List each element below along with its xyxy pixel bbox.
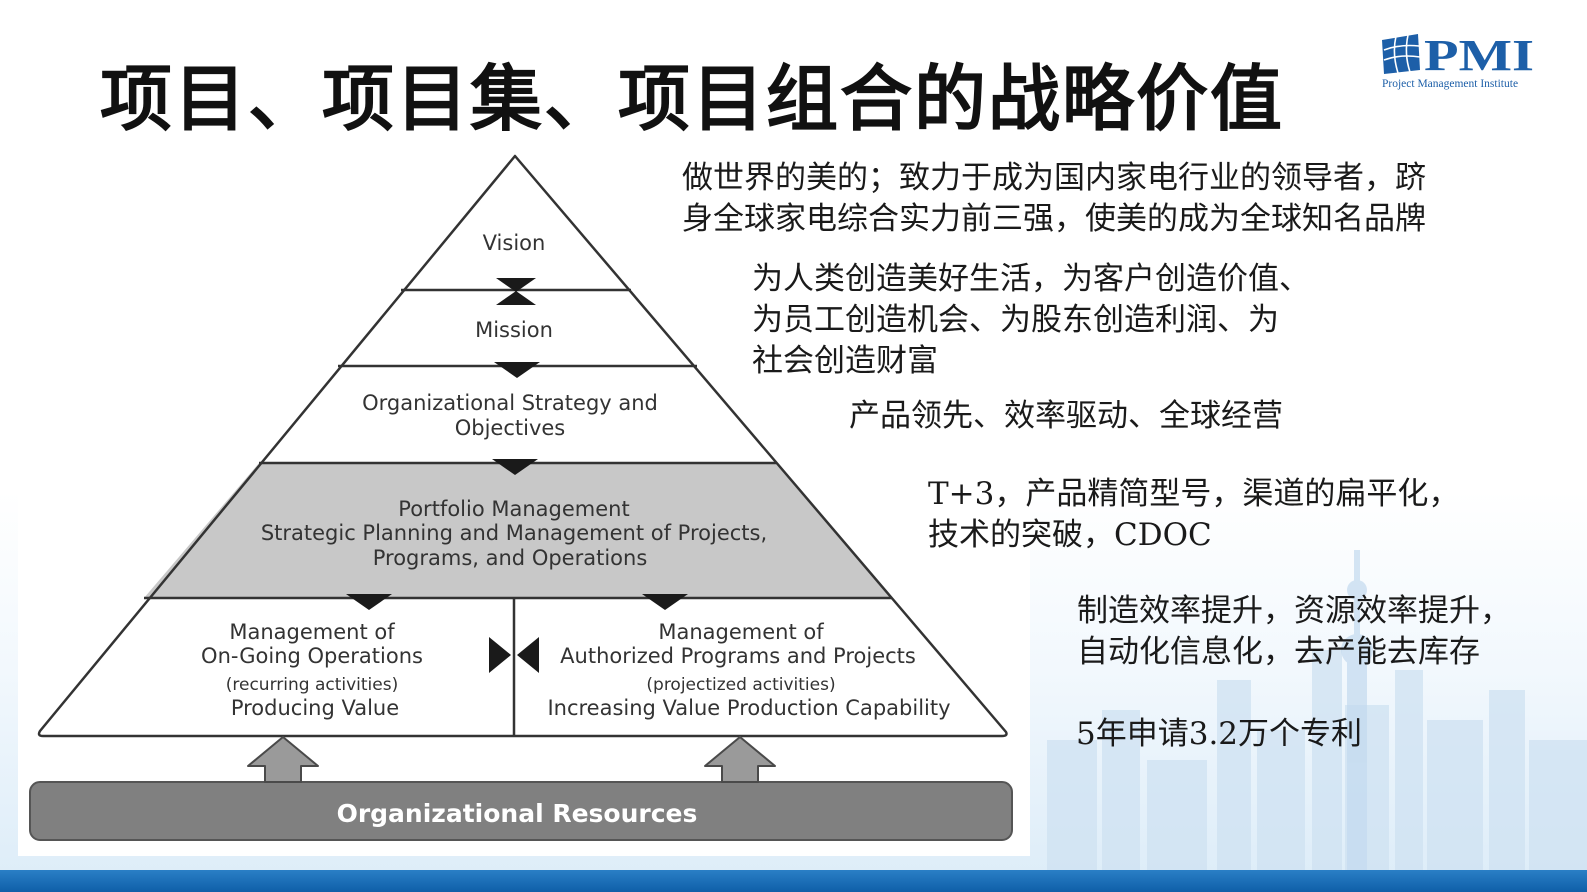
level-vision-label: Vision <box>483 231 546 255</box>
operations-annotation: 制造效率提升，资源效率提升， 自动化信息化，去产能去库存 <box>1077 593 1511 670</box>
arrow-up-icon <box>496 291 536 305</box>
city-skyline-background <box>1047 550 1587 870</box>
arrow-left-icon <box>517 637 539 673</box>
strategy-annotation: 产品领先、效率驱动、全球经营 <box>849 398 1283 434</box>
portfolio-band <box>144 463 892 598</box>
arrow-right-icon <box>489 637 511 673</box>
operations-label: On-Going Operations <box>201 644 423 668</box>
mission-annotation: 为人类创造美好生活，为客户创造价值、 为员工创造机会、为股东创造利润、为 社会创… <box>752 261 1310 379</box>
strategy-pyramid-diagram: Vision Mission Organizational Strategy a… <box>29 154 1013 841</box>
arrow-down-icon <box>494 362 540 378</box>
level-portfolio-label: Strategic Planning and Management of Pro… <box>261 521 767 545</box>
page-title: 项目、项目集、项目组合的战略价值 <box>100 57 1285 141</box>
arrow-down-icon <box>346 594 392 610</box>
pmi-logo-mark: PMI <box>1424 31 1534 78</box>
programs-label: (projectized activities) <box>646 675 835 695</box>
operations-label: Producing Value <box>231 696 399 720</box>
operations-label: (recurring activities) <box>226 675 398 695</box>
level-strategy-label: Objectives <box>455 416 566 440</box>
projects-annotation: 5年申请3.2万个专利 <box>1076 716 1363 752</box>
footer-bar <box>0 870 1587 892</box>
operations-label: Management of <box>229 620 395 644</box>
arrow-down-icon <box>492 459 538 475</box>
pyramid-outline <box>37 154 1008 738</box>
level-portfolio-label: Portfolio Management <box>398 497 629 521</box>
programs-label: Management of <box>658 620 824 644</box>
arrow-down-icon <box>496 278 536 292</box>
programs-label: Increasing Value Production Capability <box>547 696 950 720</box>
level-portfolio-label: Programs, and Operations <box>373 546 648 570</box>
arrow-down-icon <box>642 594 688 610</box>
programs-label: Authorized Programs and Projects <box>560 644 916 668</box>
organizational-resources-label: Organizational Resources <box>337 799 698 828</box>
resource-arrow-up-icon <box>704 736 776 783</box>
globe-icon: PMI <box>1382 31 1534 78</box>
level-strategy-label: Organizational Strategy and <box>362 391 658 415</box>
resource-arrow-up-icon <box>247 736 319 783</box>
vision-annotation: 做世界的美的；致力于成为国内家电行业的领导者，跻 身全球家电综合实力前三强，使美… <box>682 160 1426 237</box>
level-mission-label: Mission <box>475 318 553 342</box>
organizational-resources-bar <box>29 781 1013 841</box>
pmi-logo-caption: Project Management Institute <box>1382 78 1519 90</box>
portfolio-annotation: T+3，产品精简型号，渠道的扁平化， 技术的突破，CDOC <box>928 476 1460 553</box>
pmi-logo: PMI Project Management Institute <box>1380 30 1540 96</box>
pyramid-diagram-panel: Vision Mission Organizational Strategy a… <box>18 140 1030 856</box>
